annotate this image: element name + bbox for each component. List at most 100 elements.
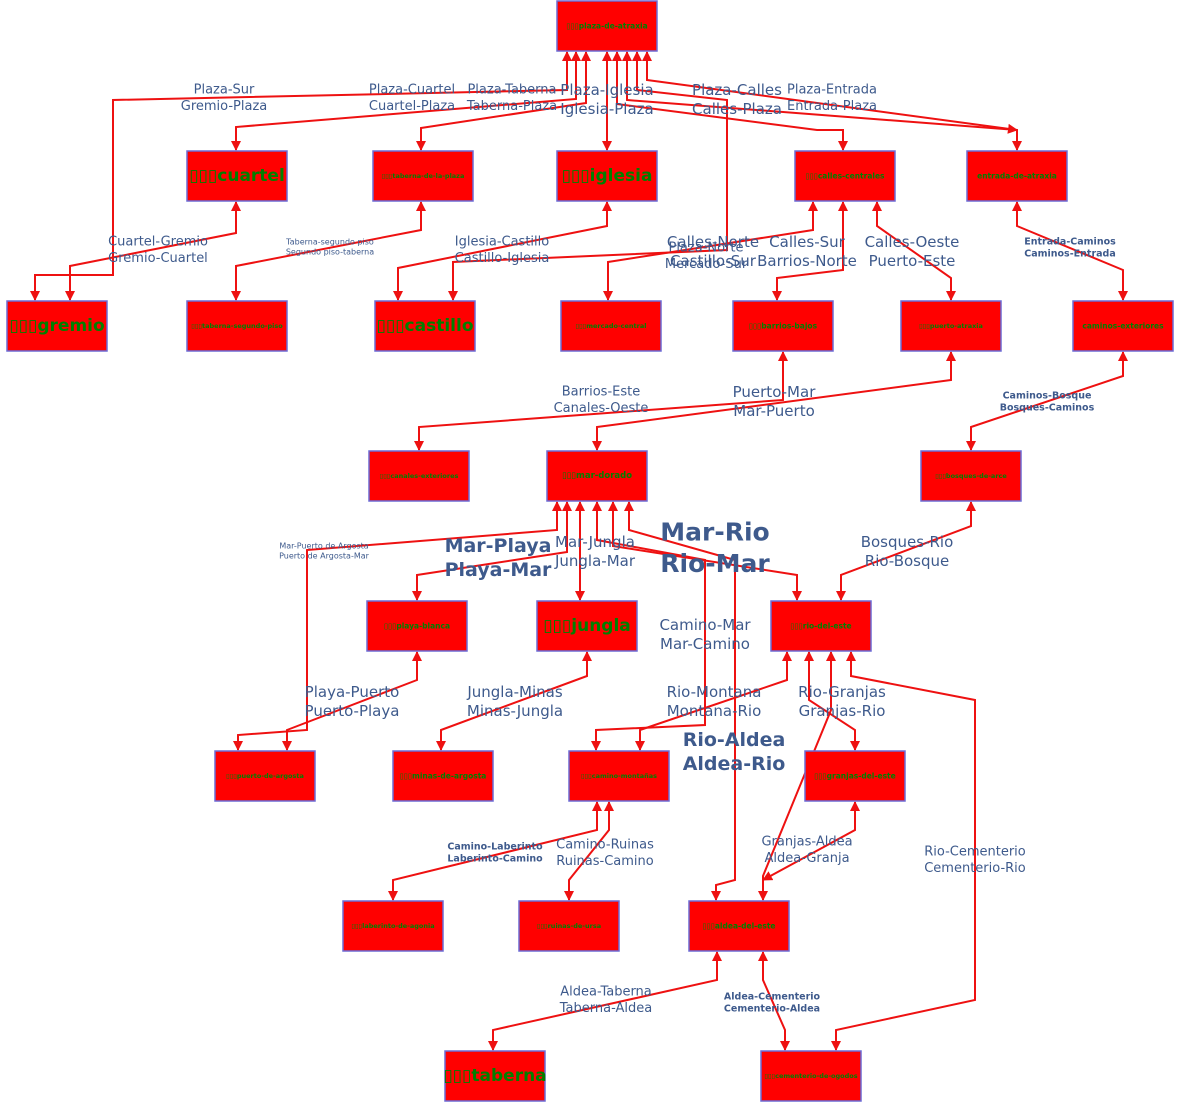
node-bosques: ▯▯▯bosques-de-arce [920, 450, 1022, 502]
edge-label-line: Bosques-Rio [861, 533, 954, 551]
node-castillo: ▯▯▯castillo [374, 300, 476, 352]
edge-label-line: Mar-Jungla [555, 533, 635, 551]
edge-label-line: Playa-Mar [445, 559, 552, 581]
edge-10-0 [872, 201, 956, 301]
node-label: caminos-exteriores [1082, 322, 1164, 331]
edge-label-line: Plaza-Calles [692, 81, 782, 99]
edge-31-0 [488, 951, 722, 1051]
edge-label-line: Puerto-Este [869, 252, 956, 270]
node-box [568, 750, 670, 802]
node-box [342, 900, 444, 952]
node-box [688, 900, 790, 952]
edge-label-line: Gremio-Plaza [181, 99, 268, 114]
edge-label-line: Caminos-Entrada [1024, 248, 1116, 259]
edge-label-line: Mar-Puerto de Argosta [279, 542, 368, 551]
edge-14-0 [966, 351, 1128, 451]
edge-label-line: Castillo-Iglesia [455, 251, 550, 266]
node-caminos: caminos-exteriores [1072, 300, 1174, 352]
node-box [366, 600, 468, 652]
node-aldea: ▯▯▯aldea-del-este [688, 900, 790, 952]
node-box [518, 900, 620, 952]
edge-label-line: Taberna-segundo piso [285, 238, 374, 247]
edge-label-line: Canales-Oeste [554, 401, 649, 416]
node-laberinto: ▯▯▯laberinto-de-agonia [342, 900, 444, 952]
edge-30-0 [762, 801, 860, 881]
edge-label-line: Jungla-Minas [466, 683, 563, 701]
nodes: ▯▯▯plaza-de-atraxia▯▯▯cuartel▯▯▯taberna-… [6, 0, 1174, 1102]
edge-label-line: Puerto-Mar [733, 383, 817, 401]
node-ruinas: ▯▯▯ruinas-de-ursa [518, 900, 620, 952]
edge-label-line: Granjas-Aldea [761, 835, 852, 850]
node-plaza: ▯▯▯plaza-de-atraxia [556, 0, 658, 52]
node-box [760, 1050, 862, 1102]
edge-label-line: Rio-Cementerio [924, 845, 1026, 860]
node-calles: ▯▯▯calles-centrales [794, 150, 896, 202]
edge-label-line: Camino-Ruinas [556, 838, 654, 853]
node-box [186, 150, 288, 202]
node-puerto: ▯▯▯puerto-atraxia [900, 300, 1002, 352]
edge-label-line: Aldea-Rio [683, 753, 786, 775]
node-label: ▯▯▯playa-blanca [384, 622, 450, 631]
node-cuartel: ▯▯▯cuartel [186, 150, 288, 202]
edge-label-line: Segundo piso-taberna [286, 248, 374, 257]
edge-label-line: Rio-Bosque [865, 552, 949, 570]
edge-label-line: Mar-Camino [660, 635, 750, 653]
node-barrios: ▯▯▯barrios-bajos [732, 300, 834, 352]
node-box [214, 750, 316, 802]
node-label: ▯▯▯aldea-del-este [702, 922, 775, 931]
edge-label-line: Mar-Rio [660, 518, 769, 547]
edge-32-0 [758, 951, 790, 1051]
edge-label-line: Calles-Oeste [865, 233, 960, 251]
node-box [966, 150, 1068, 202]
edge-16-0 [412, 501, 572, 601]
node-box [1072, 300, 1174, 352]
node-label: ▯▯▯plaza-de-atraxia [566, 22, 647, 31]
node-box [392, 750, 494, 802]
node-playa: ▯▯▯playa-blanca [366, 600, 468, 652]
edge-label-line: Iglesia-Plaza [560, 100, 653, 118]
node-cementerio: ▯▯▯cementerio-de-ogodos [760, 1050, 862, 1102]
edge-label-line: Barrios-Este [562, 385, 640, 400]
node-camino-montana: ▯▯▯camino-montañas [568, 750, 670, 802]
node-label: ▯▯▯cementerio-de-ogodos [764, 1072, 857, 1080]
node-granjas: ▯▯▯granjas-del-este [804, 750, 906, 802]
edge-label-line: Camino-Mar [659, 616, 751, 634]
edge-23-0 [436, 651, 592, 751]
node-label: ▯▯▯mercado-central [576, 322, 647, 330]
edge-label-line: Mercado-Sur [665, 257, 748, 272]
edge-11-0 [1012, 201, 1128, 301]
edge-29-0 [564, 801, 614, 901]
node-box [372, 150, 474, 202]
node-label: ▯▯▯calles-centrales [805, 172, 885, 181]
node-box [560, 300, 662, 352]
node-taberna: ▯▯▯taberna [443, 1050, 547, 1102]
node-label: ▯▯▯taberna [443, 1066, 546, 1086]
edge-6-0 [448, 51, 728, 301]
node-label: ▯▯▯canales-exteriores [380, 472, 459, 480]
edge-label-line: Ruinas-Camino [556, 854, 654, 869]
edge-label-line: Montana-Rio [667, 702, 762, 720]
edge-label-line: Entrada-Caminos [1024, 237, 1116, 248]
edge-label-line: Calles-Norte [667, 233, 759, 251]
